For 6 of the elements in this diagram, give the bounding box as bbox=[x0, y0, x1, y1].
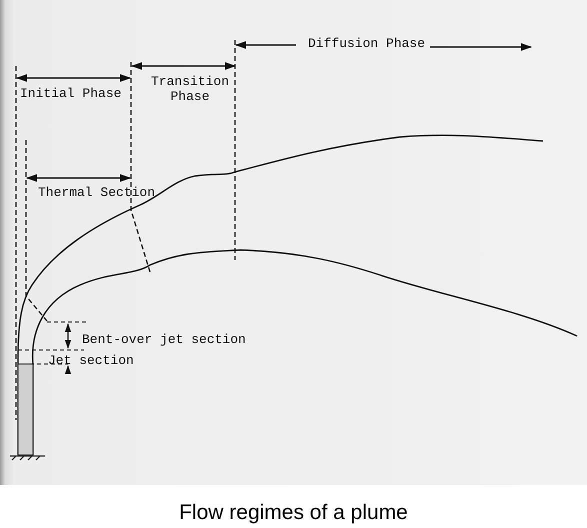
phase-label: Transition Phase bbox=[150, 74, 230, 104]
phase-label: Initial Phase bbox=[20, 87, 122, 101]
phase-label: Diffusion Phase bbox=[308, 37, 426, 51]
caption: Flow regimes of a plume bbox=[179, 501, 408, 525]
section-label: Bent-over jet section bbox=[82, 333, 246, 347]
section-label: Thermal Section bbox=[38, 186, 156, 200]
